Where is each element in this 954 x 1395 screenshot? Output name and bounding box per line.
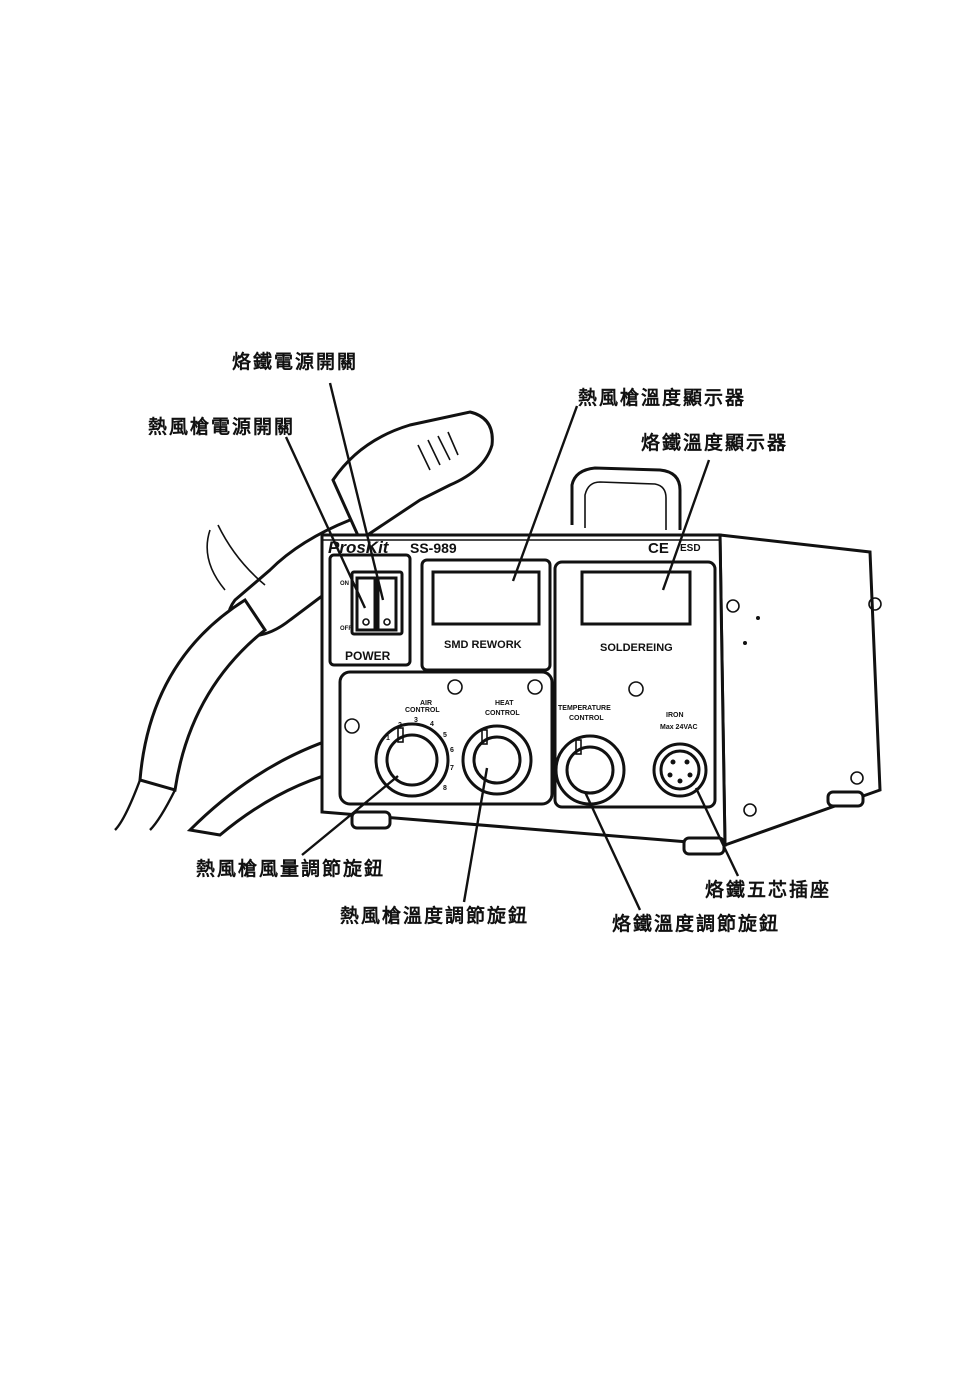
air-dial-number: 4 [430, 721, 434, 728]
air-dial-number: 2 [398, 722, 402, 729]
air-dial-number: 5 [443, 732, 447, 739]
label-hot-air-power-switch: 熱風槍電源開關 [148, 415, 295, 438]
iron-socket-label-2: Max 24VAC [660, 724, 698, 731]
hot-air-temp-display [433, 572, 539, 624]
soldering-panel: SOLDEREING TEMPERATURE CONTROL IRON Max … [555, 562, 715, 807]
label-hot-air-temp-knob: 熱風槍溫度調節旋鈕 [340, 904, 529, 927]
hot-air-power-switch[interactable] [357, 578, 375, 630]
ce-mark: CE [648, 540, 669, 557]
air-dial-number: 8 [443, 785, 447, 792]
label-iron-temp-knob: 烙鐵溫度調節旋鈕 [612, 912, 780, 935]
hot-air-control-panel: AIR CONTROL HEAT CONTROL 1 2 3 4 5 6 7 8 [340, 672, 552, 804]
switch-off-label: OFF [340, 626, 352, 632]
model-number: SS-989 [410, 540, 457, 556]
smd-rework-title: SMD REWORK [444, 639, 522, 651]
temperature-control-label-1: TEMPERATURE [558, 705, 611, 712]
air-dial-number: 1 [386, 735, 390, 742]
switch-on-label: ON [340, 581, 349, 587]
iron-temp-display [582, 572, 690, 624]
temperature-control-label-2: CONTROL [569, 715, 604, 722]
air-dial-number: 6 [450, 747, 454, 754]
label-iron-power-switch: 烙鐵電源開關 [232, 350, 358, 373]
heat-control-label-1: HEAT [495, 700, 514, 707]
iron-socket-label-1: IRON [666, 712, 684, 719]
esd-mark: ESD [680, 543, 701, 554]
iron-temp-knob[interactable] [556, 736, 624, 804]
air-control-label-2: CONTROL [405, 707, 440, 714]
air-dial-number: 7 [450, 765, 454, 772]
iron-five-pin-socket[interactable] [654, 744, 706, 796]
power-label: POWER [345, 649, 391, 663]
air-control-label-1: AIR [420, 700, 432, 707]
soldering-title: SOLDEREING [600, 642, 673, 654]
carry-handle [572, 468, 680, 530]
smd-rework-panel: SMD REWORK [422, 560, 550, 670]
label-iron-temp-display: 烙鐵溫度顯示器 [641, 431, 788, 454]
label-iron-socket: 烙鐵五芯插座 [705, 878, 831, 901]
hot-air-temp-knob[interactable] [463, 726, 531, 794]
label-air-flow-knob: 熱風槍風量調節旋鈕 [196, 857, 385, 880]
power-panel: ON OFF POWER [330, 555, 410, 665]
heat-control-label-2: CONTROL [485, 710, 520, 717]
air-dial-number: 3 [414, 717, 418, 724]
label-hot-air-temp-display: 熱風槍溫度顯示器 [578, 386, 746, 409]
